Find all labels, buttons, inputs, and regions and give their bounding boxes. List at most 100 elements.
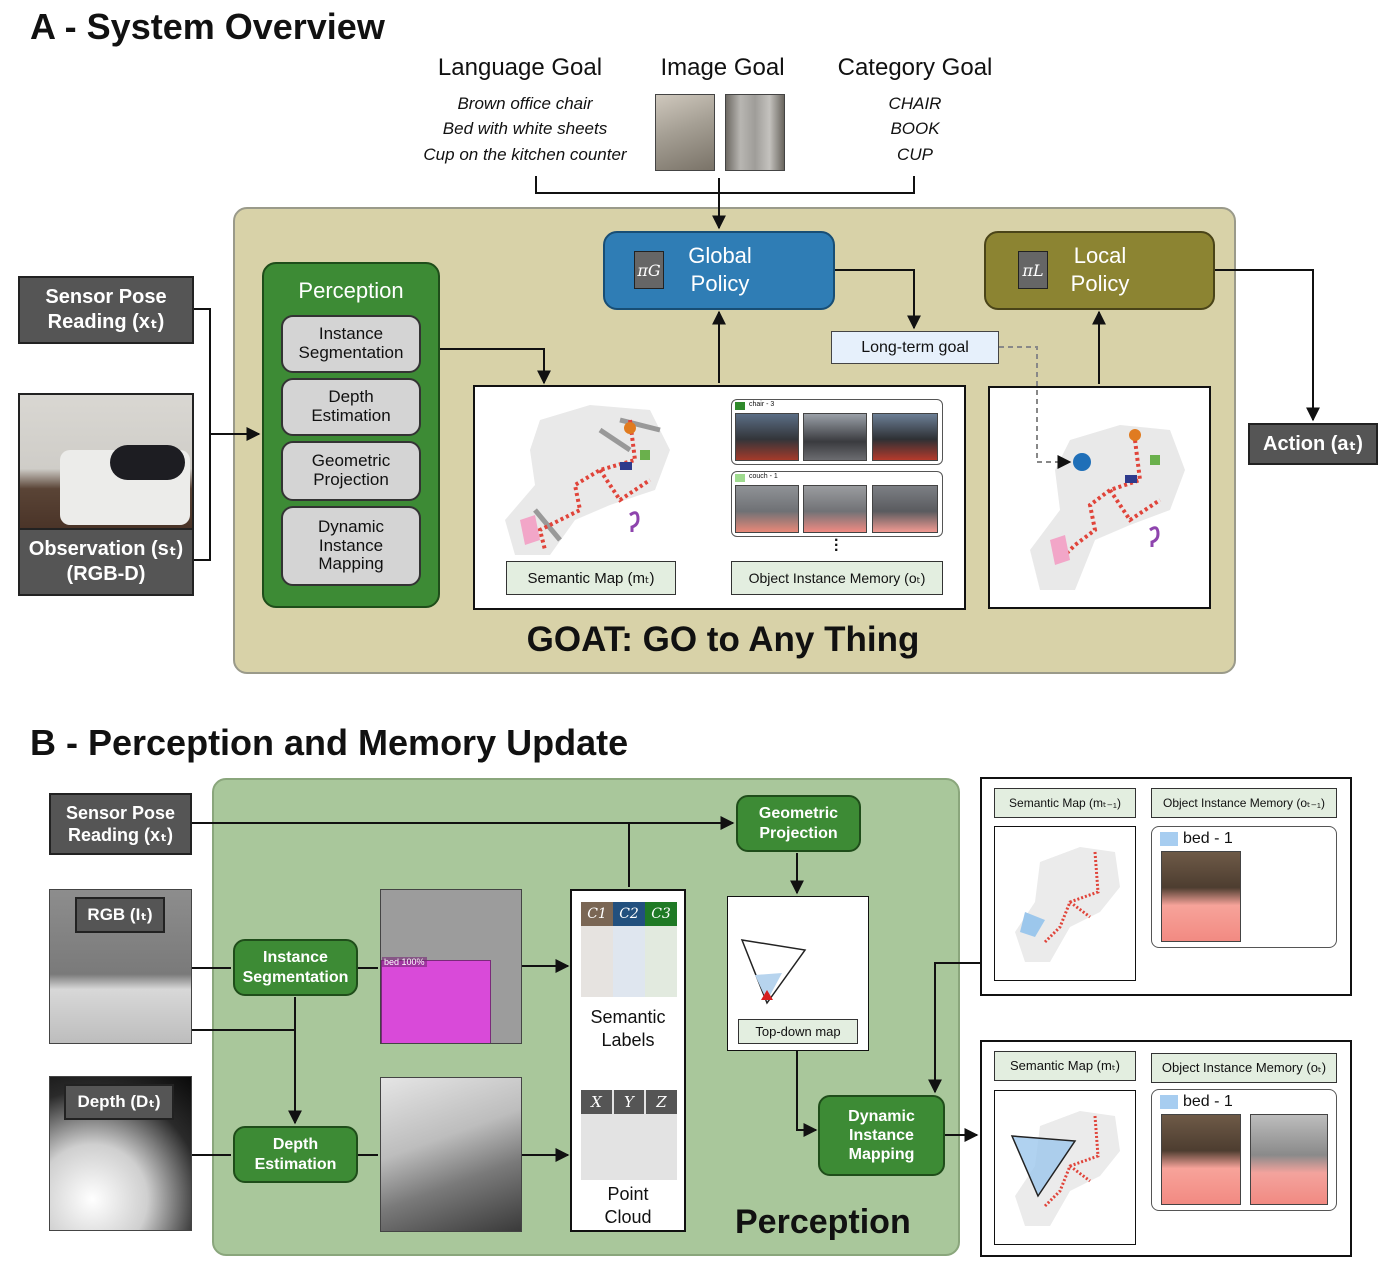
semantic-labels-caption: Semantic Labels bbox=[590, 1007, 666, 1050]
object-instance-memory-label: Object Instance Memory (oₜ) bbox=[731, 561, 943, 595]
goal-merge-line bbox=[535, 176, 915, 194]
long-term-goal-label: Long-term goal bbox=[831, 331, 999, 364]
rgb-to-depth-arrow bbox=[192, 997, 295, 1123]
topdown-frustum bbox=[740, 939, 807, 1005]
map-object bbox=[640, 450, 650, 460]
memory-image bbox=[735, 413, 799, 461]
new-bed-image-1 bbox=[1161, 1114, 1241, 1205]
prev-state-to-mapping-arrow bbox=[928, 962, 980, 1094]
map-floor bbox=[505, 405, 670, 555]
section-a-title: A - System Overview bbox=[30, 6, 385, 47]
geometric-projection-b: Geometric Projection bbox=[736, 795, 861, 852]
global-policy-symbol: πG bbox=[634, 251, 664, 289]
goal-image-fridge bbox=[725, 94, 785, 171]
perception-to-map-arrow bbox=[440, 348, 551, 385]
sensor-pose-input: Sensor Pose Reading (xₜ) bbox=[18, 276, 194, 344]
global-policy-label: Global Policy bbox=[688, 243, 752, 296]
prev-bed-image bbox=[1161, 851, 1241, 942]
memory-image bbox=[803, 413, 867, 461]
prev-semantic-map-label: Semantic Map (mₜ₋₁) bbox=[994, 788, 1136, 818]
local-to-action-arrow bbox=[1215, 269, 1320, 422]
bed-mask bbox=[381, 960, 491, 1043]
depth-estimation-module: Depth Estimation bbox=[281, 378, 421, 436]
observation-input: Observation (sₜ) (RGB-D) bbox=[18, 528, 194, 596]
depth-label: Depth (Dₜ) bbox=[64, 1084, 174, 1120]
bed-tag-swatch bbox=[1160, 832, 1178, 846]
connectors-b bbox=[192, 816, 980, 1162]
perception-footer-title: Perception bbox=[735, 1203, 911, 1241]
category-goal-item: BOOK bbox=[890, 119, 940, 138]
memory-image bbox=[803, 485, 867, 533]
map-object bbox=[1125, 475, 1137, 483]
map-object bbox=[1149, 526, 1160, 547]
global-to-goal-arrow bbox=[835, 269, 921, 330]
global-policy-box bbox=[603, 231, 835, 310]
depth-estimation-output bbox=[380, 1077, 522, 1232]
goal-point bbox=[1073, 453, 1091, 471]
point-cloud-caption: Point Cloud bbox=[604, 1184, 652, 1227]
new-semantic-map-label: Semantic Map (mₜ) bbox=[994, 1051, 1136, 1081]
geometric-projection-module: Geometric Projection bbox=[281, 441, 421, 501]
category-goal-heading: Category Goal bbox=[837, 54, 993, 81]
segmentation-output: bed 100% bbox=[380, 889, 522, 1044]
action-output: Action (aₜ) bbox=[1248, 423, 1378, 465]
map-object bbox=[620, 462, 632, 470]
language-goal-item: Brown office chair bbox=[457, 94, 593, 113]
rgb-label: RGB (Iₜ) bbox=[75, 897, 165, 933]
sensor-pose-input-b: Sensor Pose Reading (xₜ) bbox=[49, 793, 192, 855]
goal-dashed-arrow bbox=[999, 346, 1072, 469]
perception-title: Perception bbox=[298, 278, 404, 303]
local-policy-symbol: πL bbox=[1018, 251, 1048, 289]
connectors-a bbox=[194, 176, 1320, 561]
map-object bbox=[520, 515, 540, 545]
new-bed-tag: bed - 1 bbox=[1183, 1093, 1233, 1110]
memory-ellipsis-icon: ··· bbox=[834, 532, 840, 559]
local-policy-label: Local Policy bbox=[1070, 243, 1130, 296]
language-goal-item: Bed with white sheets bbox=[442, 119, 608, 138]
language-goal-item: Cup on the kitchen counter bbox=[423, 145, 627, 164]
semantic-map-label: Semantic Map (mₜ) bbox=[506, 561, 676, 595]
map-object bbox=[624, 422, 636, 434]
goat-footer-title: GOAT: GO to Any Thing bbox=[526, 620, 920, 659]
memory-image bbox=[872, 413, 938, 461]
map-trajectory bbox=[1058, 439, 1162, 562]
section-b-title: B - Perception and Memory Update bbox=[30, 722, 629, 763]
new-bed-image-2 bbox=[1250, 1114, 1328, 1205]
new-memory-label: Object Instance Memory (oₜ) bbox=[1151, 1053, 1337, 1083]
memory-tag-chair: chair - 3 bbox=[749, 401, 775, 408]
prev-bed-tag: bed - 1 bbox=[1183, 830, 1233, 847]
memory-image bbox=[872, 485, 938, 533]
segmentation-tag: bed 100% bbox=[382, 957, 427, 967]
map-walls bbox=[533, 417, 661, 542]
sensor-input-line bbox=[194, 308, 211, 561]
map-trajectory bbox=[537, 419, 652, 551]
observation-photo bbox=[18, 393, 194, 529]
category-goal-item: CUP bbox=[897, 145, 933, 164]
instance-segmentation-module: Instance Segmentation bbox=[281, 315, 421, 373]
memory-tag-swatch bbox=[735, 474, 745, 482]
instance-segmentation-b: Instance Segmentation bbox=[233, 939, 358, 996]
map-object bbox=[1129, 429, 1141, 441]
bed-tag-swatch bbox=[1160, 1095, 1178, 1109]
prev-memory-label: Object Instance Memory (oₜ₋₁) bbox=[1151, 788, 1337, 818]
dynamic-instance-mapping-b: Dynamic Instance Mapping bbox=[818, 1095, 945, 1176]
pointcloud-header-x: X bbox=[581, 1090, 612, 1114]
prev-map-graphic bbox=[1015, 847, 1120, 962]
memory-tag-swatch bbox=[735, 402, 745, 410]
pointcloud-header-z: Z bbox=[646, 1090, 677, 1114]
cushion-shape bbox=[110, 445, 185, 480]
map-object bbox=[1050, 535, 1070, 565]
memory-image bbox=[735, 485, 799, 533]
language-goal-heading: Language Goal bbox=[437, 54, 603, 81]
goal-image-chair bbox=[655, 94, 715, 171]
new-map-graphic bbox=[1010, 1111, 1120, 1226]
topdown-to-mapping-arrow bbox=[796, 1051, 818, 1137]
category-goal-item: CHAIR bbox=[888, 94, 942, 113]
dynamic-instance-mapping-module: Dynamic Instance Mapping bbox=[281, 506, 421, 586]
map-object bbox=[1150, 455, 1160, 465]
topdown-map-label: Top-down map bbox=[738, 1019, 858, 1044]
label-header-c2: C2 bbox=[613, 902, 645, 926]
label-header-c1: C1 bbox=[581, 902, 613, 926]
pointcloud-header-y: Y bbox=[614, 1090, 644, 1114]
semantic-map-graphic bbox=[505, 405, 670, 555]
